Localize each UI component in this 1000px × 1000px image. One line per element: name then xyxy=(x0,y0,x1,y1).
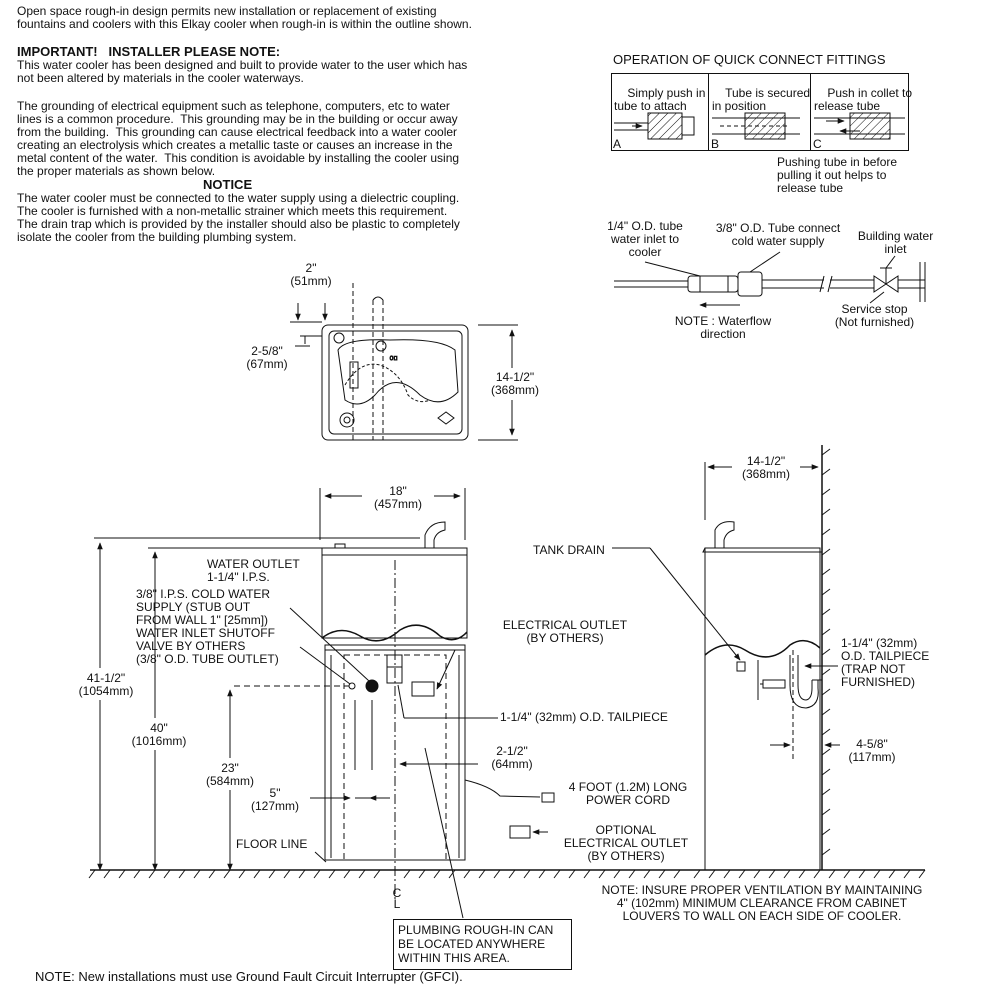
rough-in-area-box: PLUMBING ROUGH-IN CAN BE LOCATED ANYWHER… xyxy=(393,919,572,970)
gfci-note: NOTE: New installations must use Ground … xyxy=(35,969,463,984)
cold-water-supply-label: 3/8" I.P.S. COLD WATER SUPPLY (STUB OUT … xyxy=(136,587,279,666)
intro-text: Open space rough-in design permits new i… xyxy=(17,4,472,31)
quick-connect-cell-c: Push in collet to release tube C xyxy=(811,73,913,151)
service-stop-label: Service stop (Not furnished) xyxy=(834,302,915,329)
quick-connect-fitting-c xyxy=(814,112,905,140)
notice-heading: NOTICE xyxy=(203,177,253,192)
important-paragraph-1: This water cooler has been designed and … xyxy=(17,58,468,85)
quick-connect-cell-b-letter: B xyxy=(711,137,720,151)
front-view-drawing xyxy=(94,488,555,919)
quick-connect-cell-a-text: Simply push in tube to attach xyxy=(614,86,706,113)
dim-2-1-2in: 2-1/2" (64mm) xyxy=(491,744,533,771)
svg-text:ᅃ: ᅃ xyxy=(388,354,399,368)
quick-connect-fitting-a xyxy=(614,112,695,140)
side-view-drawing xyxy=(612,445,840,871)
quick-connect-cell-b-text: Tube is secured in position xyxy=(712,86,811,113)
notice-body: The water cooler must be connected to th… xyxy=(17,191,460,244)
quick-connect-cell-c-text: Push in collet to release tube xyxy=(814,86,913,113)
front-floor-line xyxy=(88,869,690,879)
waterflow-note: NOTE : Waterflow direction xyxy=(674,314,772,341)
quick-connect-cell-c-letter: C xyxy=(813,137,822,151)
centerline-label: C L xyxy=(392,886,402,911)
floor-line-label: FLOOR LINE xyxy=(236,837,308,851)
quick-connect-cell-a-letter: A xyxy=(613,137,622,151)
optional-outlet-label: OPTIONAL ELECTRICAL OUTLET (BY OTHERS) xyxy=(563,823,689,863)
power-cord-label: 4 FOOT (1.2M) LONG POWER CORD xyxy=(568,780,688,807)
quick-connect-title: OPERATION OF QUICK CONNECT FITTINGS xyxy=(613,52,886,67)
front-dim-18in: 18" (457mm) xyxy=(373,484,422,511)
important-paragraph-2: The grounding of electrical equipment su… xyxy=(17,99,460,178)
quick-connect-fitting-b xyxy=(712,112,800,140)
top-dim-14-1-2in: 14-1/2" (368mm) xyxy=(490,370,539,397)
top-dim-2-5-8in: 2-5/8" (67mm) xyxy=(246,344,288,371)
electrical-outlet-label: ELECTRICAL OUTLET (BY OTHERS) xyxy=(502,618,628,645)
dim-23in: 23" (584mm) xyxy=(205,761,254,788)
tank-drain-label: TANK DRAIN xyxy=(533,543,605,557)
front-tailpiece-label: 1-1/4" (32mm) O.D. TAILPIECE xyxy=(500,710,668,724)
side-dim-4-5-8in: 4-5/8" (117mm) xyxy=(848,737,896,764)
top-view-drawing: ᅃ xyxy=(290,283,518,441)
ventilation-note: NOTE: INSURE PROPER VENTILATION BY MAINT… xyxy=(601,883,923,923)
quick-connect-table: Simply push in tube to attach A Tube is … xyxy=(611,73,913,151)
side-dim-14-1-2in: 14-1/2" (368mm) xyxy=(741,454,790,481)
water-outlet-label: WATER OUTLET 1-1/4" I.P.S. xyxy=(207,557,300,584)
dim-5in: 5" (127mm) xyxy=(250,786,299,813)
dim-41-1-2in: 41-1/2" (1054mm) xyxy=(78,671,134,698)
quick-connect-cell-b: Tube is secured in position B xyxy=(709,73,811,151)
important-heading: IMPORTANT! INSTALLER PLEASE NOTE: xyxy=(17,44,281,59)
water-connection-assembly xyxy=(614,251,926,308)
quarter-inch-tube-label: 1/4" O.D. tube water inlet to cooler xyxy=(607,219,683,259)
side-floor-line xyxy=(690,869,926,879)
dim-40in: 40" (1016mm) xyxy=(131,721,187,748)
top-dim-2in: 2" (51mm) xyxy=(290,261,332,288)
quick-connect-cell-a: Simply push in tube to attach A xyxy=(611,73,709,151)
building-water-inlet-label: Building water inlet xyxy=(857,229,934,256)
quick-connect-note: Pushing tube in before pulling it out he… xyxy=(777,155,898,195)
three-eighths-tube-label: 3/8" O.D. Tube connect cold water supply xyxy=(715,221,841,248)
side-tailpiece-label: 1-1/4" (32mm) O.D. TAILPIECE (TRAP NOT F… xyxy=(841,636,930,689)
